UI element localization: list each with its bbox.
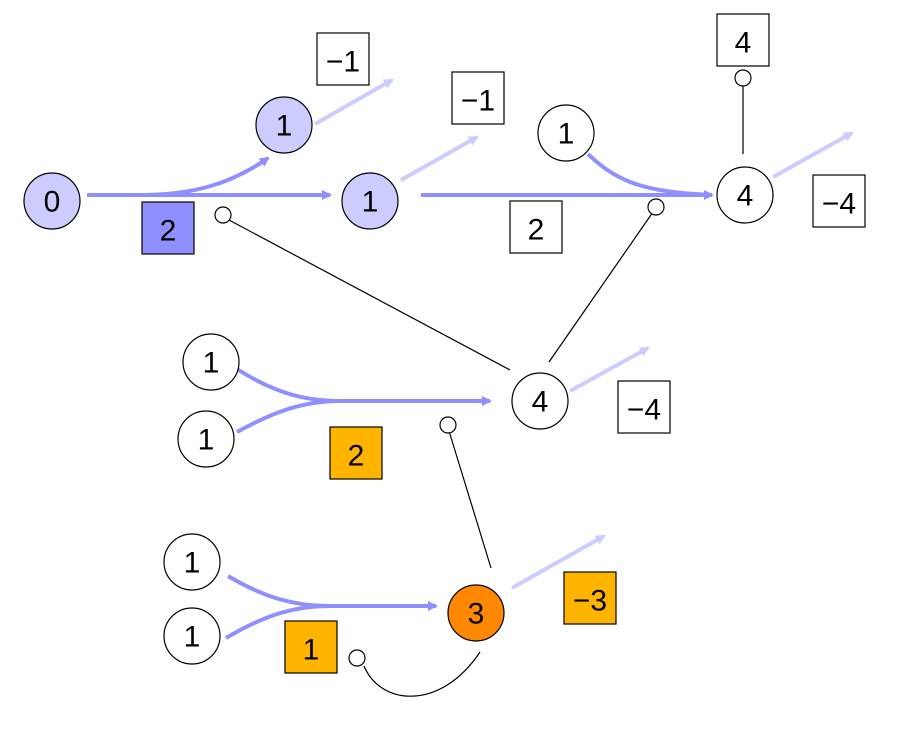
box-rect: [563, 571, 617, 625]
node-circle: [255, 96, 313, 154]
graph-node: 4: [716, 166, 774, 224]
connector-line: [228, 219, 511, 371]
node-circle: [716, 166, 774, 224]
node-circle: [537, 104, 595, 162]
box-label: 2: [348, 440, 365, 473]
box-label: 4: [735, 27, 752, 60]
node-label: 1: [184, 621, 201, 654]
node-label: 0: [44, 186, 61, 219]
port-circle: [348, 649, 366, 667]
outgoing-arrow: [511, 534, 606, 590]
port-circle: [734, 69, 752, 87]
outgoing-arrow: [400, 135, 479, 182]
connector-line: [448, 430, 492, 569]
value-box: 2: [509, 200, 563, 254]
node-circle: [163, 607, 221, 665]
box-rect: [716, 13, 770, 67]
box-label: 2: [160, 215, 177, 248]
value-box: −3: [563, 571, 617, 625]
outgoing-arrow: [569, 346, 650, 393]
node-label: 1: [276, 110, 293, 143]
node-label: 1: [203, 347, 220, 380]
node-label: 4: [532, 386, 549, 419]
node-label: 1: [558, 118, 575, 151]
box-label: −1: [326, 46, 360, 79]
value-box: −4: [617, 380, 671, 434]
box-label: −4: [822, 188, 856, 221]
graph-node: 1: [537, 104, 595, 162]
flow-arrow: [586, 152, 713, 197]
graph-node: 0: [23, 172, 81, 230]
node-circle: [447, 584, 505, 642]
node-circle: [177, 410, 235, 468]
box-rect: [284, 620, 338, 674]
node-label: 1: [362, 186, 379, 219]
value-box: 4: [716, 13, 770, 67]
graph-nodes: 0 1 1 1 4 1 1 4 1 1 3: [23, 96, 774, 665]
node-circle: [182, 333, 240, 391]
box-label: 1: [303, 634, 320, 667]
flow-arrow: [224, 604, 331, 640]
box-label: 2: [528, 214, 545, 247]
graph-node: 1: [163, 607, 221, 665]
port-circle: [439, 416, 457, 434]
box-rect: [316, 32, 370, 86]
flow-arrow: [226, 574, 438, 611]
graph-node: 1: [177, 410, 235, 468]
outgoing-arrow: [314, 78, 394, 126]
box-rect: [141, 201, 195, 255]
flow-arrow: [236, 399, 341, 434]
connector-lines: [214, 69, 752, 697]
node-circle: [341, 172, 399, 230]
value-box: 2: [329, 426, 383, 480]
value-box: −4: [812, 174, 866, 228]
box-rect: [617, 380, 671, 434]
value-box: −1: [451, 71, 505, 125]
value-box: 2: [141, 201, 195, 255]
value-box: −1: [316, 32, 370, 86]
flow-arrows: [87, 152, 714, 640]
value-boxes: −1 −1 4 −4 2 2 −4 2 1 −3: [141, 13, 866, 674]
box-rect: [451, 71, 505, 125]
connector-arc: [363, 651, 481, 697]
graph-node: 3: [447, 584, 505, 642]
node-circle: [163, 533, 221, 591]
node-label: 1: [198, 424, 215, 457]
port-circle: [214, 206, 232, 224]
outgoing-arrow: [772, 131, 854, 179]
graph-node: 1: [341, 172, 399, 230]
flow-arrow: [235, 367, 492, 406]
graph-node: 4: [511, 372, 569, 430]
box-label: −4: [627, 394, 661, 427]
port-circle: [647, 198, 665, 216]
flow-arrow: [139, 156, 270, 197]
graph-node: 1: [163, 533, 221, 591]
node-label: 3: [468, 598, 485, 631]
node-circle: [511, 372, 569, 430]
box-rect: [509, 200, 563, 254]
box-rect: [812, 174, 866, 228]
graph-node: 1: [255, 96, 313, 154]
node-label: 1: [184, 547, 201, 580]
box-label: −1: [461, 85, 495, 118]
connector-line: [548, 211, 654, 363]
box-label: −3: [573, 585, 607, 618]
outgoing-arrows: [314, 78, 854, 590]
value-box: 1: [284, 620, 338, 674]
graph-node: 1: [182, 333, 240, 391]
node-label: 4: [737, 180, 754, 213]
box-rect: [329, 426, 383, 480]
node-circle: [23, 172, 81, 230]
